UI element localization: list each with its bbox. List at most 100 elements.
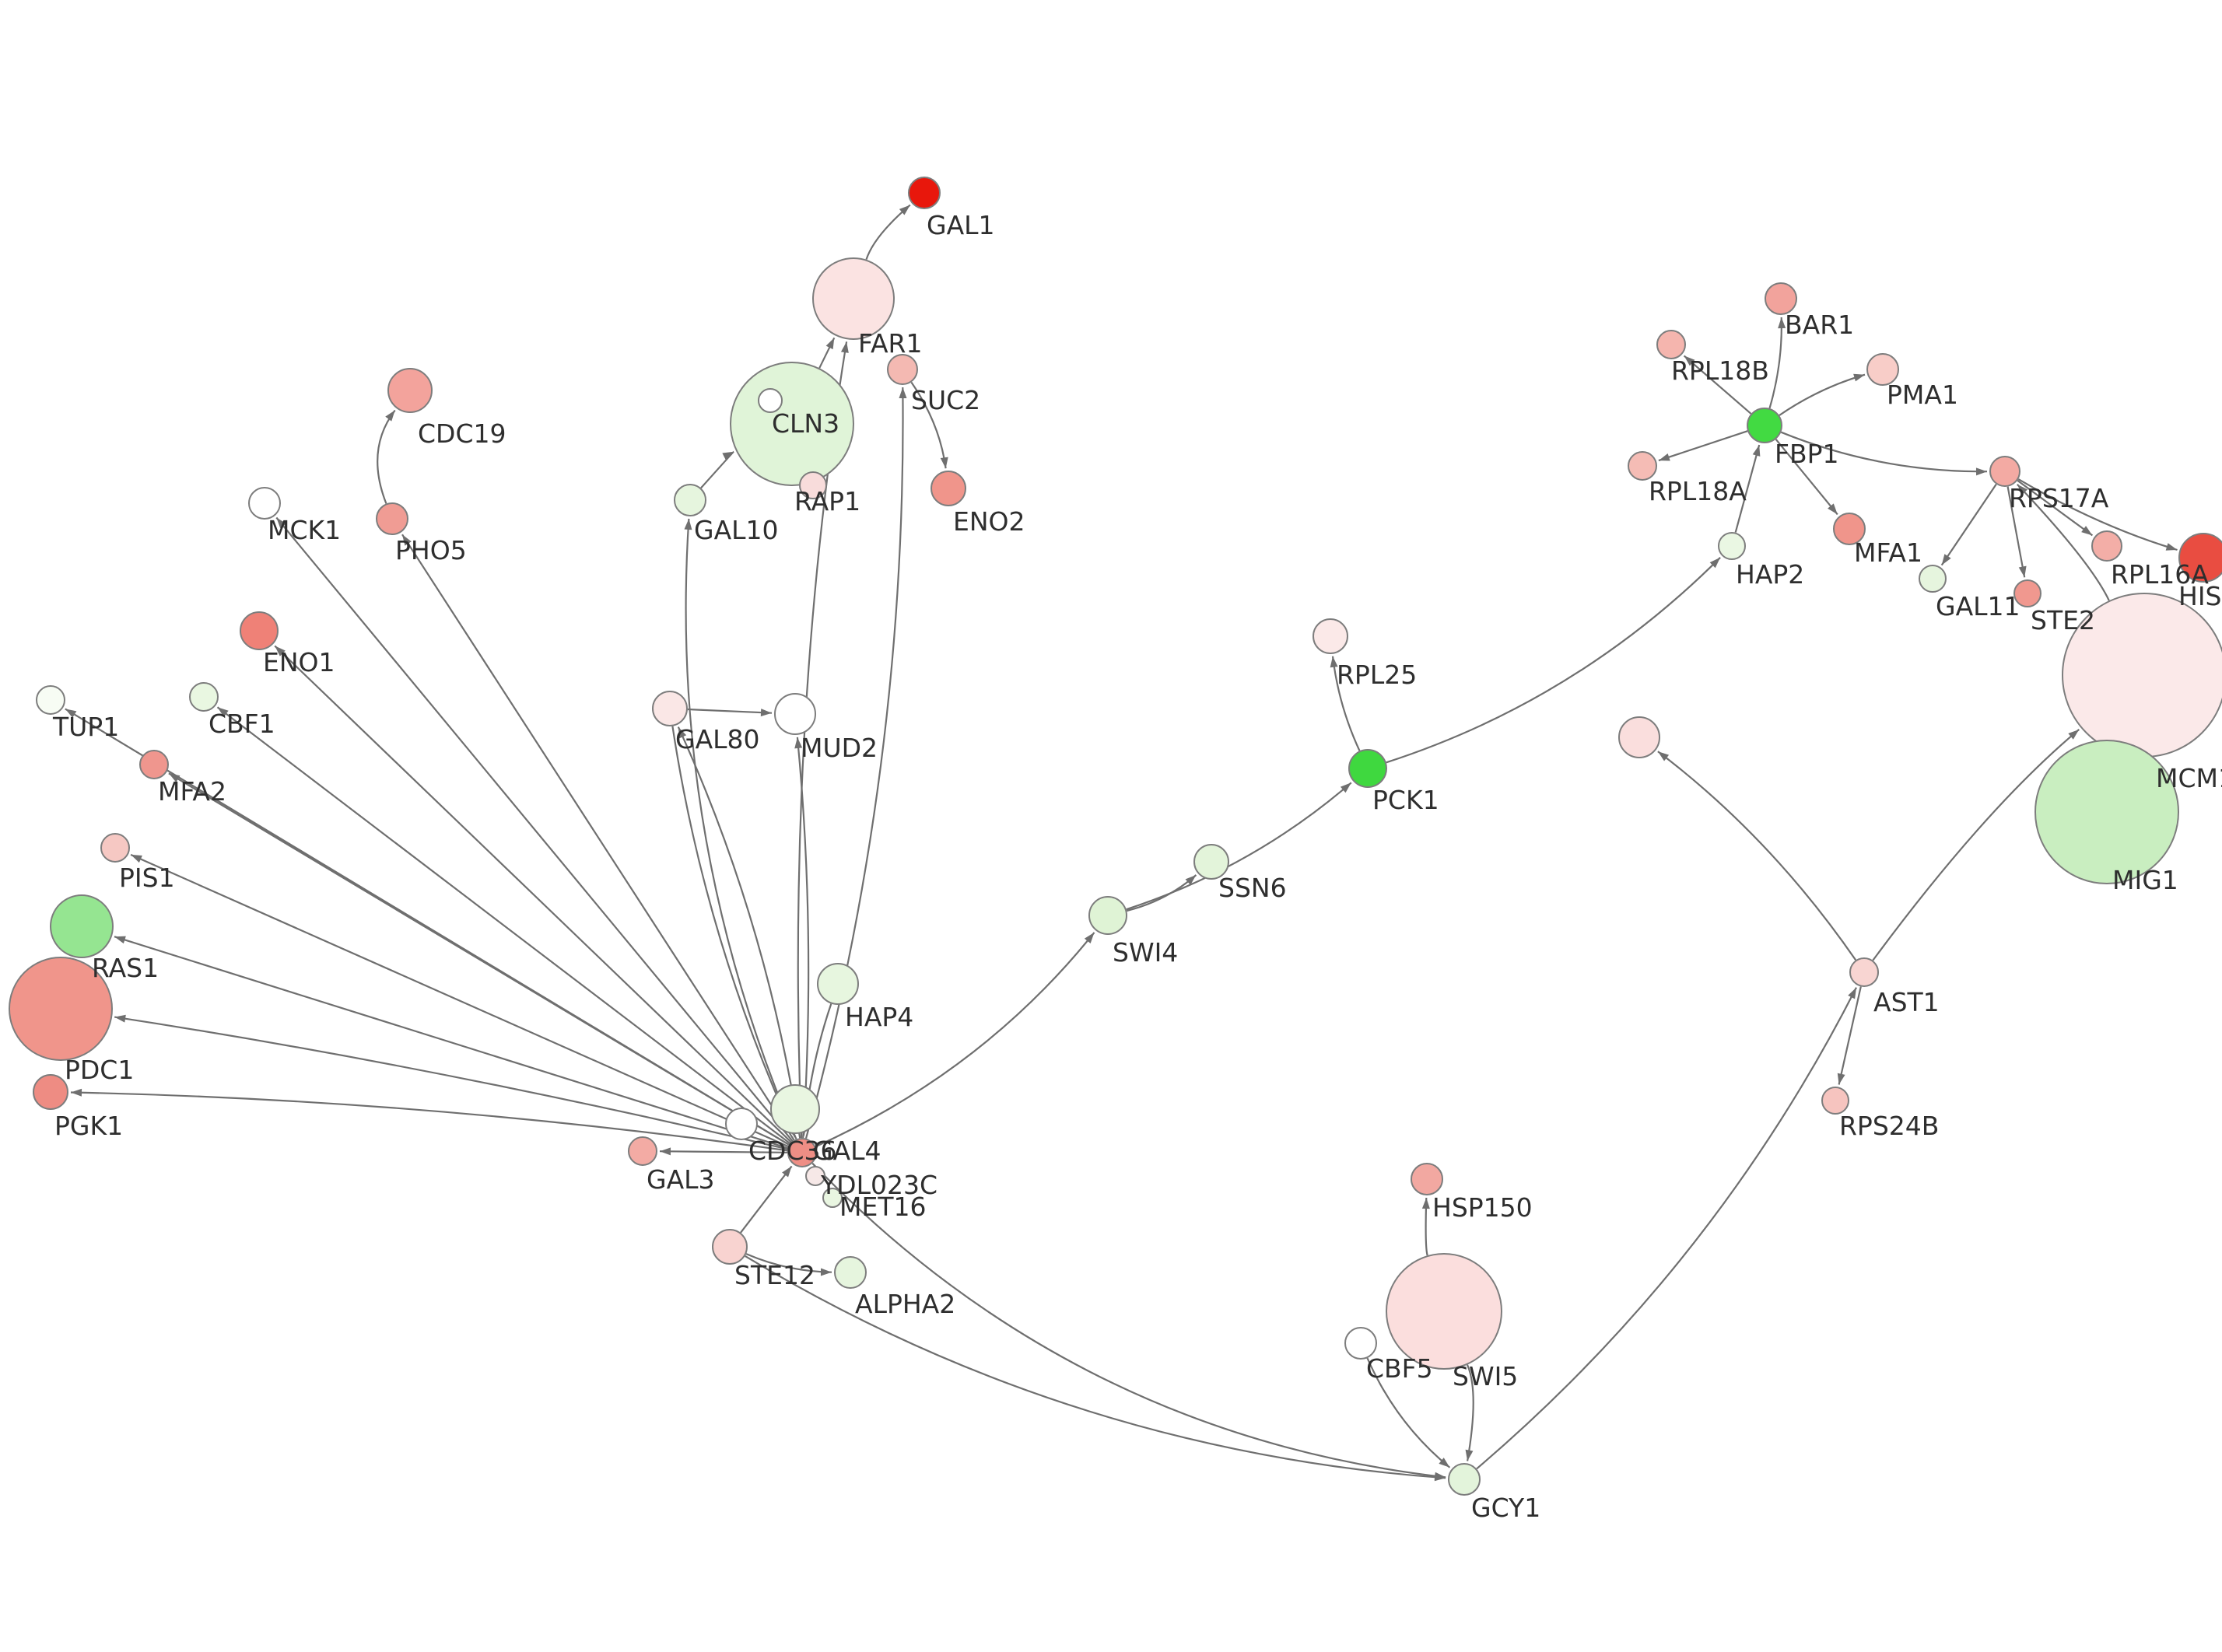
edge-GCY1-AST1 (1476, 987, 1857, 1470)
node-N3[interactable] (770, 1084, 820, 1134)
edge-GAL4-MCK1 (275, 516, 794, 1143)
edge-PCK1-HAP2 (1386, 557, 1721, 764)
node-label-GAL4: GAL4 (813, 1136, 881, 1166)
edge-RPS17A-HIS4 (2017, 478, 2178, 551)
node-label-HSP150: HSP150 (1432, 1192, 1533, 1223)
node-YDL023C[interactable] (805, 1166, 825, 1186)
node-GAL1[interactable] (908, 177, 941, 209)
node-FBP1[interactable] (1747, 408, 1782, 443)
node-label-BAR1: BAR1 (1785, 310, 1854, 340)
node-label-ENO2: ENO2 (953, 506, 1025, 537)
node-CDC36[interactable] (725, 1108, 758, 1140)
node-label-HAP2: HAP2 (1736, 559, 1804, 590)
node-MIG1[interactable] (2034, 740, 2179, 884)
node-MFA1[interactable] (1833, 513, 1866, 545)
node-MET16[interactable] (822, 1188, 843, 1208)
node-label-STE12: STE12 (734, 1260, 815, 1290)
node-BAR1[interactable] (1765, 282, 1797, 315)
node-label-RPL18B: RPL18B (1671, 355, 1769, 386)
node-label-CBF5: CBF5 (1366, 1353, 1433, 1384)
node-STE2[interactable] (2013, 579, 2042, 607)
node-SWI4[interactable] (1088, 896, 1127, 935)
node-HSP150[interactable] (1411, 1163, 1443, 1195)
node-SUC2[interactable] (887, 354, 918, 385)
node-HAP4[interactable] (817, 963, 859, 1005)
node-label-RPL16A: RPL16A (2111, 559, 2209, 590)
node-PMA1[interactable] (1866, 353, 1899, 386)
edge-GAL10-CLN3 (700, 450, 734, 489)
node-label-GAL1: GAL1 (927, 210, 995, 240)
node-ENO1[interactable] (240, 611, 279, 650)
edge-CLN3-FAR1 (818, 337, 836, 369)
node-SSN6[interactable] (1193, 844, 1229, 880)
node-GAL3[interactable] (628, 1136, 657, 1166)
node-label-RPS24B: RPS24B (1839, 1111, 1939, 1141)
node-label-GCY1: GCY1 (1471, 1493, 1540, 1523)
edge-SWI5-GCY1 (1465, 1364, 1474, 1461)
node-RPL18A[interactable] (1628, 451, 1657, 481)
node-label-CDC36: CDC36 (748, 1136, 837, 1166)
node-PIS1[interactable] (100, 833, 130, 863)
edge-CBF5-GCY1 (1366, 1357, 1451, 1468)
node-CBF1[interactable] (189, 682, 219, 712)
node-FAR1[interactable] (812, 257, 895, 340)
node-HAP2[interactable] (1718, 532, 1746, 560)
edge-FBP1-MFA1 (1775, 439, 1838, 516)
node-RAS1[interactable] (50, 894, 114, 958)
node-N1[interactable] (758, 388, 783, 413)
edge-GAL4-PIS1 (130, 853, 790, 1148)
node-ENO2[interactable] (931, 471, 966, 506)
edge-PCK1-RPL25 (1330, 656, 1361, 751)
node-AST1[interactable] (1849, 957, 1879, 987)
node-HIS4[interactable] (2178, 533, 2222, 583)
edges-layer (65, 204, 2178, 1482)
node-RPS24B[interactable] (1821, 1087, 1849, 1115)
edge-FAR1-GAL1 (865, 204, 911, 260)
node-RPL16A[interactable] (2091, 530, 2122, 562)
node-CDC19[interactable] (387, 368, 433, 413)
node-STE12[interactable] (712, 1229, 748, 1265)
node-PDC1[interactable] (9, 957, 113, 1061)
node-label-FBP1: FBP1 (1775, 439, 1839, 469)
node-label-YDL023C: YDL023C (820, 1170, 938, 1200)
node-MFA2[interactable] (139, 750, 169, 779)
node-SWI5[interactable] (1386, 1253, 1502, 1370)
edge-GAL4-GCY1 (811, 1162, 1446, 1480)
node-ALPHA2[interactable] (834, 1256, 867, 1289)
edge-GAL4-PDC1 (114, 1014, 788, 1150)
node-N2[interactable] (1618, 716, 1660, 758)
node-GAL10[interactable] (674, 484, 706, 516)
edge-AST1-RPS24B (1837, 986, 1862, 1085)
edge-SUC2-ENO2 (910, 381, 948, 469)
node-GAL80[interactable] (652, 691, 688, 726)
node-RPL18B[interactable] (1656, 330, 1686, 359)
node-label-MCK1: MCK1 (268, 515, 341, 545)
node-label-RAP1: RAP1 (794, 486, 860, 516)
edge-GAL4-CBF1 (216, 706, 791, 1145)
node-CBF5[interactable] (1344, 1327, 1377, 1360)
node-PHO5[interactable] (376, 502, 408, 535)
node-RAP1[interactable] (799, 471, 827, 499)
node-RPL25[interactable] (1313, 618, 1348, 654)
node-MUD2[interactable] (774, 693, 816, 735)
node-RPS17A[interactable] (1989, 456, 2020, 487)
node-GAL11[interactable] (1919, 565, 1947, 593)
edge-GAL4-SWI4 (815, 932, 1095, 1148)
node-GAL4[interactable] (787, 1138, 817, 1167)
node-MCK1[interactable] (248, 487, 281, 520)
node-label-SUC2: SUC2 (911, 385, 980, 415)
node-label-CLN3: CLN3 (772, 408, 839, 439)
edge-STE12-GAL4 (740, 1165, 793, 1234)
node-label-TUP1: TUP1 (52, 712, 119, 742)
edge-GAL4-RAS1 (114, 936, 789, 1150)
node-label-HAP4: HAP4 (845, 1002, 913, 1032)
node-GCY1[interactable] (1448, 1463, 1481, 1496)
node-label-RPL18A: RPL18A (1649, 476, 1747, 506)
node-PGK1[interactable] (33, 1074, 68, 1110)
node-label-SWI5: SWI5 (1453, 1361, 1518, 1391)
node-TUP1[interactable] (36, 685, 65, 715)
node-label-PCK1: PCK1 (1372, 785, 1439, 815)
node-PCK1[interactable] (1348, 749, 1387, 788)
